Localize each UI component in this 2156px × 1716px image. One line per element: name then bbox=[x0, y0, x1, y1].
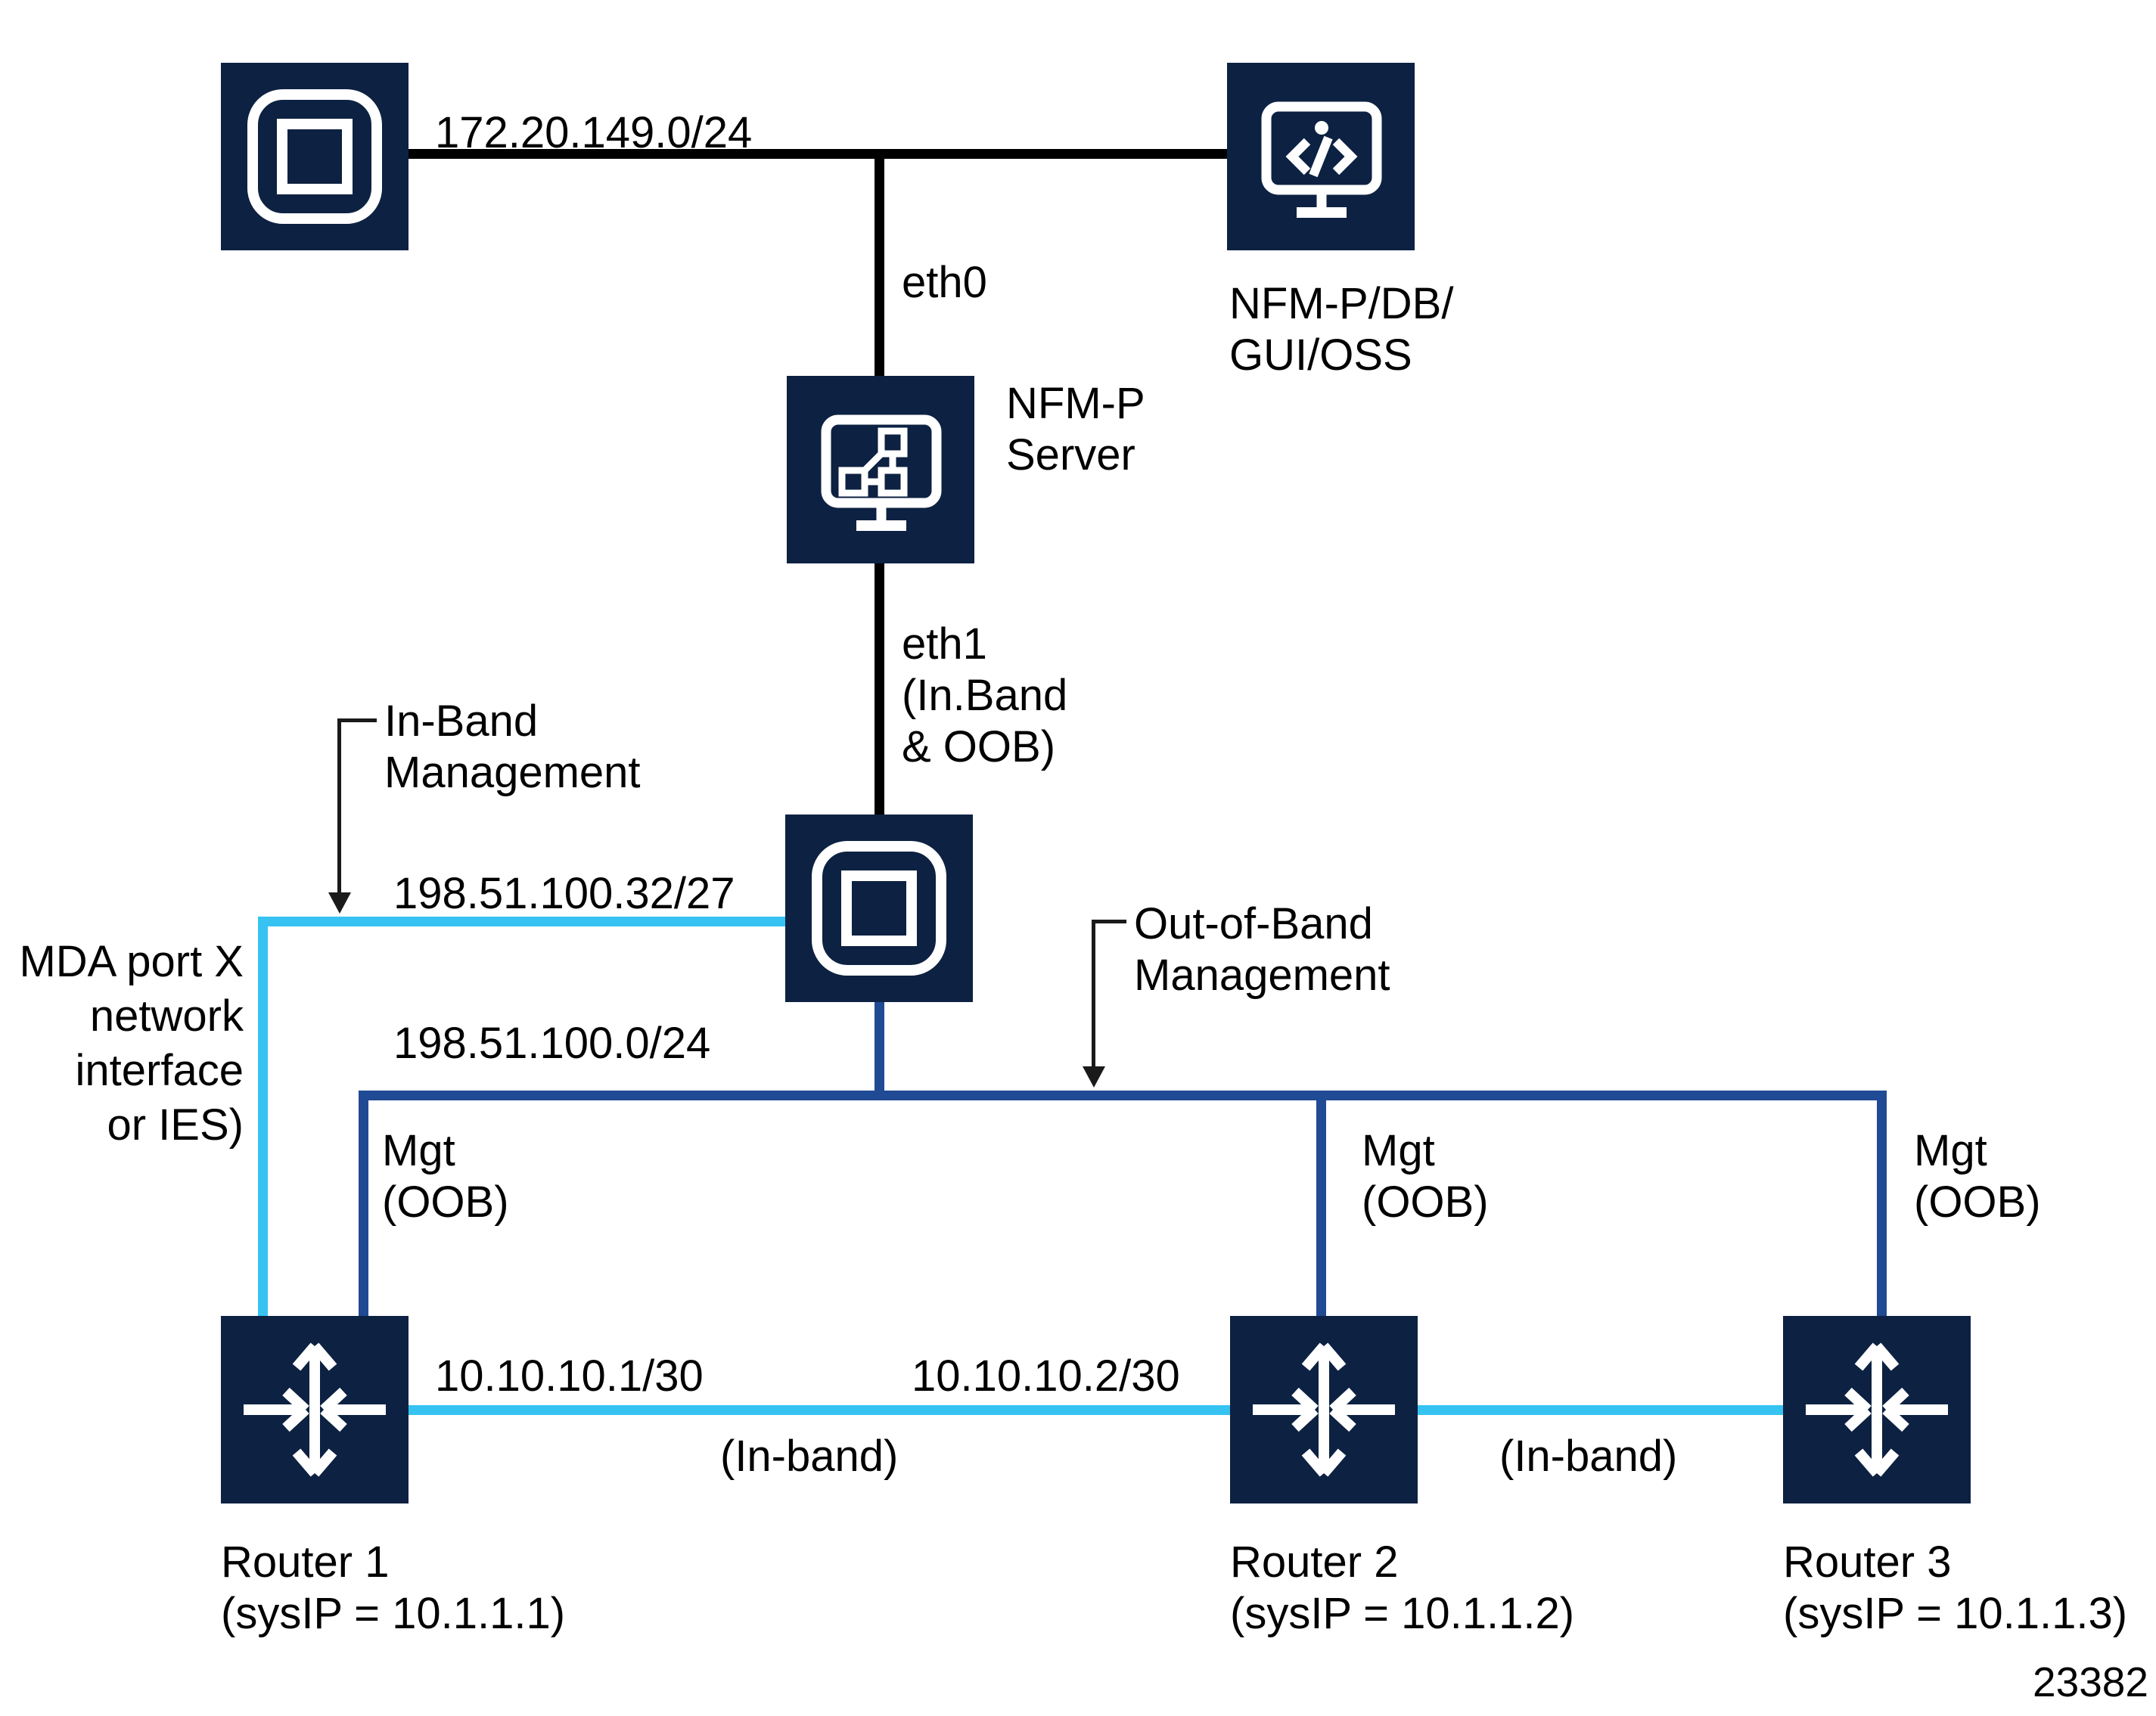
workstation-label: NFM-P/DB/ GUI/OSS bbox=[1229, 278, 1453, 381]
mda-port-note-line2: network bbox=[89, 991, 244, 1041]
router1-node bbox=[221, 1316, 409, 1503]
mgt-oob-label-router2: Mgt (OOB) bbox=[1362, 1125, 1489, 1228]
router-icon bbox=[1253, 1342, 1395, 1477]
workstation-label-line2: GUI/OSS bbox=[1229, 330, 1412, 380]
mda-port-note-line3: interface bbox=[75, 1046, 244, 1095]
mgt-oob-router3-line2: (OOB) bbox=[1914, 1178, 2041, 1227]
mgt-oob-label-router1: Mgt (OOB) bbox=[382, 1125, 509, 1228]
router-icon bbox=[244, 1342, 386, 1477]
oob-callout-tick bbox=[1092, 920, 1126, 923]
oob-mgmt-callout-label: Out-of-Band Management bbox=[1134, 898, 1390, 1001]
inband-mgmt-callout-line2: Management bbox=[384, 748, 641, 797]
nfmp-server-node bbox=[787, 376, 974, 563]
router-icon bbox=[1806, 1342, 1948, 1477]
oob-callout-arrowhead-icon bbox=[1083, 1066, 1105, 1088]
router2-name: Router 2 bbox=[1230, 1538, 1399, 1587]
mgmt-switch-node bbox=[785, 815, 973, 1002]
nfmp-server-label-line2: Server bbox=[1006, 430, 1135, 479]
network-monitor-icon bbox=[821, 414, 942, 531]
switch-icon bbox=[812, 841, 946, 976]
router1-sysip: (sysIP = 10.1.1.1) bbox=[221, 1589, 566, 1638]
eth1-label-line1: eth1 bbox=[902, 619, 987, 669]
mgt-oob-router3-line1: Mgt bbox=[1914, 1126, 1987, 1175]
router3-sysip: (sysIP = 10.1.1.3) bbox=[1783, 1589, 2128, 1638]
mda-port-note-line1: MDA port X bbox=[19, 937, 244, 986]
lan-subnet-label: 172.20.149.0/24 bbox=[435, 108, 753, 157]
inband-link-r2-r3-line bbox=[1418, 1405, 1783, 1415]
router2-sysip: (sysIP = 10.1.1.2) bbox=[1230, 1589, 1575, 1638]
router1-label: Router 1 (sysIP = 10.1.1.1) bbox=[221, 1537, 565, 1640]
mgt-oob-label-router3: Mgt (OOB) bbox=[1914, 1125, 2041, 1228]
oob-drop-router3-line bbox=[1877, 1091, 1887, 1316]
router3-name: Router 3 bbox=[1783, 1538, 1952, 1587]
router3-node bbox=[1783, 1316, 1971, 1503]
mgt-oob-router1-line2: (OOB) bbox=[382, 1178, 509, 1227]
figure-number: 23382 bbox=[2033, 1659, 2148, 1705]
router2-node bbox=[1230, 1316, 1418, 1503]
eth1-link-line bbox=[875, 563, 884, 815]
nfmp-server-label: NFM-P Server bbox=[1006, 378, 1145, 481]
oob-subnet-line bbox=[359, 1091, 1887, 1100]
inband-callout-arrowhead-icon bbox=[328, 892, 351, 914]
inband-link-r1-r2-line bbox=[409, 1405, 1230, 1415]
oob-callout-stem bbox=[1092, 920, 1095, 1068]
router3-label: Router 3 (sysIP = 10.1.1.3) bbox=[1783, 1537, 2127, 1640]
inband-mgmt-callout-line1: In-Band bbox=[384, 697, 539, 746]
workstation-node bbox=[1227, 63, 1415, 250]
router1-name: Router 1 bbox=[221, 1538, 390, 1587]
nfmp-server-label-line1: NFM-P bbox=[1006, 379, 1145, 428]
oob-drop-router2-line bbox=[1316, 1091, 1326, 1316]
router2-label: Router 2 (sysIP = 10.1.1.2) bbox=[1230, 1537, 1574, 1640]
mda-port-note-label: MDA port X network interface or IES) bbox=[0, 935, 244, 1153]
oob-subnet-label: 198.51.100.0/24 bbox=[393, 1019, 711, 1068]
oob-mgmt-callout-line2: Management bbox=[1134, 951, 1390, 1000]
inband-tag-r2-r3-label: (In-band) bbox=[1499, 1432, 1678, 1481]
mgt-oob-router1-line1: Mgt bbox=[382, 1126, 455, 1175]
r1-link-ip-label: 10.10.10.1/30 bbox=[435, 1351, 704, 1401]
mgt-oob-router2-line2: (OOB) bbox=[1362, 1178, 1489, 1227]
oob-mgmt-callout-line1: Out-of-Band bbox=[1134, 899, 1373, 948]
eth1-label: eth1 (In.Band & OOB) bbox=[902, 619, 1067, 773]
inband-drop-router1-line bbox=[258, 917, 268, 1316]
inband-callout-stem bbox=[337, 718, 341, 894]
eth0-label: eth0 bbox=[902, 258, 987, 307]
switch-icon bbox=[247, 89, 382, 224]
oob-feed-from-switch-line bbox=[875, 1001, 884, 1096]
inband-tag-r1-r2-label: (In-band) bbox=[720, 1432, 899, 1481]
mda-port-note-line4: or IES) bbox=[107, 1100, 244, 1150]
inband-callout-tick bbox=[337, 718, 377, 722]
oob-drop-router1-line bbox=[359, 1091, 368, 1316]
workstation-label-line1: NFM-P/DB/ bbox=[1229, 279, 1454, 328]
eth1-label-line3: & OOB) bbox=[902, 722, 1056, 771]
lan-link-line bbox=[409, 149, 1227, 159]
code-monitor-icon bbox=[1261, 101, 1382, 218]
inband-subnet-line bbox=[258, 917, 785, 926]
eth1-label-line2: (In.Band bbox=[902, 671, 1068, 720]
inband-subnet-label: 198.51.100.32/27 bbox=[393, 869, 735, 918]
lan-switch-node bbox=[221, 63, 409, 250]
eth0-link-line bbox=[875, 149, 884, 376]
r2-link-ip-label: 10.10.10.2/30 bbox=[912, 1351, 1180, 1401]
mgt-oob-router2-line1: Mgt bbox=[1362, 1126, 1435, 1175]
inband-mgmt-callout-label: In-Band Management bbox=[384, 696, 641, 799]
